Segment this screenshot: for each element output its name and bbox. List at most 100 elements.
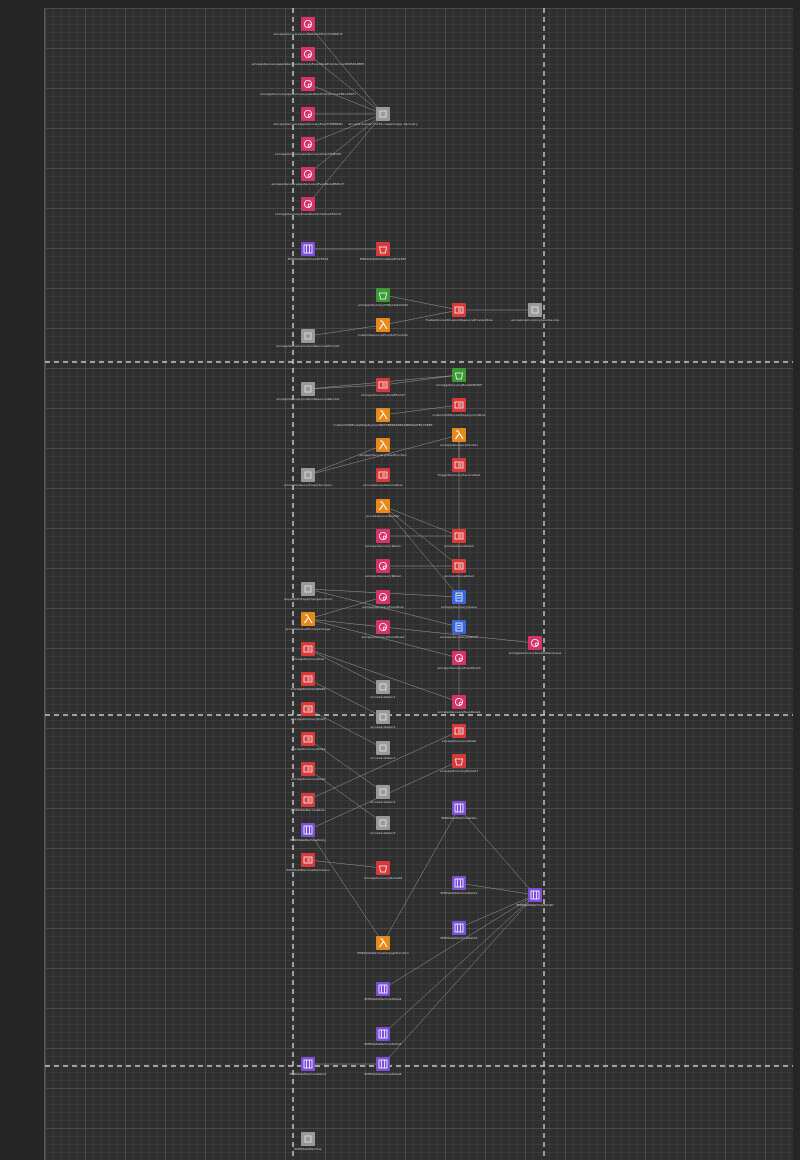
node-box[interactable]	[301, 242, 315, 256]
node-n49[interactable]: arn:aws:states:2	[371, 710, 396, 729]
node-box[interactable]	[301, 468, 315, 482]
node-box[interactable]	[301, 702, 315, 716]
node-box[interactable]	[452, 303, 466, 317]
node-n34[interactable]: emrappdiscoveryEventRule2	[361, 620, 405, 639]
node-n8[interactable]: arn:aws:events:*:1234:rule/emrapp discov…	[349, 107, 418, 126]
node-n52[interactable]: arn:aws:states:5	[371, 816, 396, 835]
node-box[interactable]	[301, 1132, 315, 1146]
node-n16[interactable]: emrappdiscoveryCustomResourcesBucket	[276, 382, 340, 401]
node-box[interactable]	[376, 1057, 390, 1071]
node-n28[interactable]: processQueueRole2	[444, 559, 474, 578]
node-box[interactable]	[301, 382, 315, 396]
node-n17[interactable]: emrappdiscoveryBucket3D30F	[436, 368, 482, 387]
node-box[interactable]	[452, 921, 466, 935]
node-n40[interactable]: emrappdiscoveryRole	[292, 642, 325, 661]
node-box[interactable]	[376, 710, 390, 724]
node-n18[interactable]: emrappdiscoveryRoleB53A1F	[361, 378, 405, 397]
node-box[interactable]	[452, 651, 466, 665]
node-box[interactable]	[301, 1057, 315, 1071]
node-n9[interactable]: EMRStateMachineA97E5A9	[288, 242, 329, 261]
node-n48[interactable]: arn:aws:states:1	[371, 680, 396, 699]
node-box[interactable]	[452, 724, 466, 738]
node-box[interactable]	[301, 853, 315, 867]
node-box[interactable]	[452, 458, 466, 472]
node-box[interactable]	[301, 582, 315, 596]
node-n56[interactable]: EMRStateMachineChangeFunction	[357, 936, 409, 955]
node-box[interactable]	[528, 636, 542, 650]
node-n38[interactable]: requestsEmrAppChangeAccount	[284, 582, 333, 601]
node-n60[interactable]: EMRStateMachineState4	[365, 982, 402, 1001]
node-box[interactable]	[376, 318, 390, 332]
node-n45[interactable]: EMRStateMachineRole	[291, 793, 325, 812]
node-n36[interactable]: emrappdiscoveryEventRule4	[437, 695, 481, 714]
node-box[interactable]	[376, 741, 390, 755]
node-box[interactable]	[376, 680, 390, 694]
node-n50[interactable]: arn:aws:states:3	[371, 741, 396, 760]
node-n41[interactable]: emrappdiscoveryRole2	[291, 672, 326, 691]
node-n6[interactable]: emrappdiscoveryappdiscoveryEventRuleB58C…	[271, 167, 345, 186]
node-n47[interactable]: EMRStateMachinePermission	[286, 853, 330, 872]
node-n44[interactable]: emrappdiscoveryRole5	[291, 762, 326, 781]
node-box[interactable]	[452, 590, 466, 604]
node-box[interactable]	[376, 288, 390, 302]
node-n19[interactable]: CustomCDKBucketDeployment8693BB64968944B…	[334, 408, 433, 427]
node-n23[interactable]: TriggerDiscoveryServiceRole	[437, 458, 481, 477]
node-box[interactable]	[301, 642, 315, 656]
node-n39[interactable]: processQueueEmrAppChange	[286, 612, 331, 631]
node-n14[interactable]: emrappdiscoveryCustomResourceProvider	[276, 329, 341, 348]
node-n37[interactable]: emrappdiscoveryDeadLetterQueue	[509, 636, 562, 655]
node-n42[interactable]: emrappdiscoveryRole3	[291, 702, 326, 721]
node-n3[interactable]: emrappdiscoveryappdiscoveryeventRuleFrom…	[260, 77, 356, 96]
node-n32[interactable]: emrappdiscoveryQueue2	[440, 620, 478, 639]
node-n33[interactable]: emrappdiscoveryEventRule	[362, 590, 404, 609]
node-box[interactable]	[301, 823, 315, 837]
node-box[interactable]	[301, 672, 315, 686]
node-n11[interactable]: emrappdiscoveryS3Bucket1234A	[358, 288, 409, 307]
node-n22[interactable]: emrappdiscoveryHandler	[440, 428, 479, 447]
node-box[interactable]	[301, 197, 315, 211]
node-n35[interactable]: emrappdiscoveryEventRule3	[437, 651, 481, 670]
node-n31[interactable]: emrappdiscoveryQueue	[441, 590, 477, 609]
node-box[interactable]	[452, 754, 466, 768]
node-box[interactable]	[528, 303, 542, 317]
node-box[interactable]	[452, 620, 466, 634]
node-n63[interactable]: EMRStateMachineState7	[290, 1057, 327, 1076]
node-box[interactable]	[452, 529, 466, 543]
node-n24[interactable]: processQueue.emrappdiscovery	[284, 468, 333, 487]
node-box[interactable]	[301, 47, 315, 61]
node-box[interactable]	[376, 468, 390, 482]
node-n2[interactable]: emrappdiscoveryappdetectiondiscoveryEven…	[252, 47, 365, 66]
node-box[interactable]	[376, 499, 390, 513]
node-box[interactable]	[376, 785, 390, 799]
node-box[interactable]	[376, 936, 390, 950]
node-box[interactable]	[301, 107, 315, 121]
node-n20[interactable]: CustomCDKBucketDeploymentRole	[433, 398, 486, 417]
node-n15[interactable]: CustomResourceProviderFunction	[358, 318, 408, 337]
node-box[interactable]	[301, 793, 315, 807]
node-box[interactable]	[301, 77, 315, 91]
node-n10[interactable]: EMRStateMachineRole8FA1B4F	[360, 242, 407, 261]
node-box[interactable]	[452, 428, 466, 442]
node-box[interactable]	[452, 368, 466, 382]
node-box[interactable]	[376, 559, 390, 573]
node-n61[interactable]: EMRStateMachineState5	[365, 1027, 402, 1046]
node-n7[interactable]: emrappdiscoveryEventRuleSchedule5F1070	[275, 197, 341, 216]
node-n13[interactable]: arn:aws:iam::policy/service-role	[511, 303, 559, 322]
node-n59[interactable]: EMRStateMachineState3	[441, 921, 478, 940]
node-box[interactable]	[376, 438, 390, 452]
node-n43[interactable]: emrappdiscoveryRole4	[291, 732, 326, 751]
node-box[interactable]	[301, 137, 315, 151]
node-box[interactable]	[376, 982, 390, 996]
node-box[interactable]	[452, 398, 466, 412]
node-box[interactable]	[376, 107, 390, 121]
node-box[interactable]	[452, 876, 466, 890]
node-box[interactable]	[376, 620, 390, 634]
node-n5[interactable]: emrappdiscoveryappdiscoveryEventF0BA2E	[275, 137, 341, 156]
node-n26[interactable]: processQueueHandler	[366, 499, 400, 518]
node-box[interactable]	[376, 529, 390, 543]
node-n53[interactable]: emrappdiscoveryRole6	[442, 724, 477, 743]
node-box[interactable]	[376, 378, 390, 392]
node-n30[interactable]: emrappdiscoveryTable2	[365, 559, 401, 578]
node-n46[interactable]: EMRStateMachinePolicy	[290, 823, 326, 842]
